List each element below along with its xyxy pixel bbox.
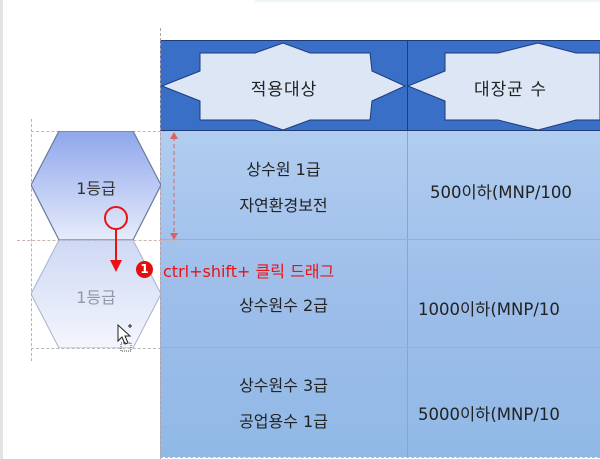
row3-target-line1: 상수원수 3급 xyxy=(239,376,328,395)
alignment-guide-table-left xyxy=(160,28,161,459)
row-divider xyxy=(160,347,600,348)
table-bottom-guide xyxy=(160,457,600,458)
window-top-border xyxy=(255,0,600,2)
row-divider xyxy=(160,239,600,240)
hexagon-label: 1등급 xyxy=(76,179,116,198)
row1-target-line2: 자연환경보전 xyxy=(239,196,328,215)
ghost-hexagon-label: 1등급 xyxy=(76,288,116,307)
height-measure-arrow-icon xyxy=(170,132,178,240)
table-body: 상수원 1급 자연환경보전 500이하(MNP/100 상수원수 2급 1000… xyxy=(160,131,600,457)
column-divider xyxy=(407,131,408,457)
header-star-shape-1[interactable] xyxy=(160,41,408,132)
table-header-row: 적용대상 대장균 수 xyxy=(160,40,600,132)
window-left-border xyxy=(0,0,3,459)
header-applicable-target: 적용대상 xyxy=(250,80,318,100)
header-coliform-count: 대장균 수 xyxy=(474,80,547,100)
row3-target-line2: 공업용수 1급 xyxy=(239,412,328,431)
row3-count: 5000이하(MNP/10 xyxy=(418,405,560,424)
alignment-guide-bottom xyxy=(31,348,161,349)
header-column-divider xyxy=(407,41,408,132)
row2-target-line1: 상수원수 2급 xyxy=(239,296,328,315)
row1-count: 500이하(MNP/100 xyxy=(430,183,572,202)
header-star-shape-2[interactable] xyxy=(408,41,600,132)
instruction-annotation: ctrl+shift+ 클릭 드래그 xyxy=(163,262,335,281)
step-number-badge: 1 xyxy=(136,261,153,278)
row2-count: 1000이하(MNP/10 xyxy=(418,300,560,319)
data-table[interactable]: 적용대상 대장균 수 상수원 1급 자연환경보전 500이하(MNP/100 상… xyxy=(160,40,600,457)
ghost-hexagon-copy[interactable]: 1등급 xyxy=(31,240,161,348)
copy-cursor-icon xyxy=(117,323,132,352)
row1-target-line1: 상수원 1급 xyxy=(246,160,321,179)
hexagon-shape-grade1[interactable]: 1등급 xyxy=(31,131,161,240)
drag-path-arrow-icon xyxy=(104,206,128,272)
